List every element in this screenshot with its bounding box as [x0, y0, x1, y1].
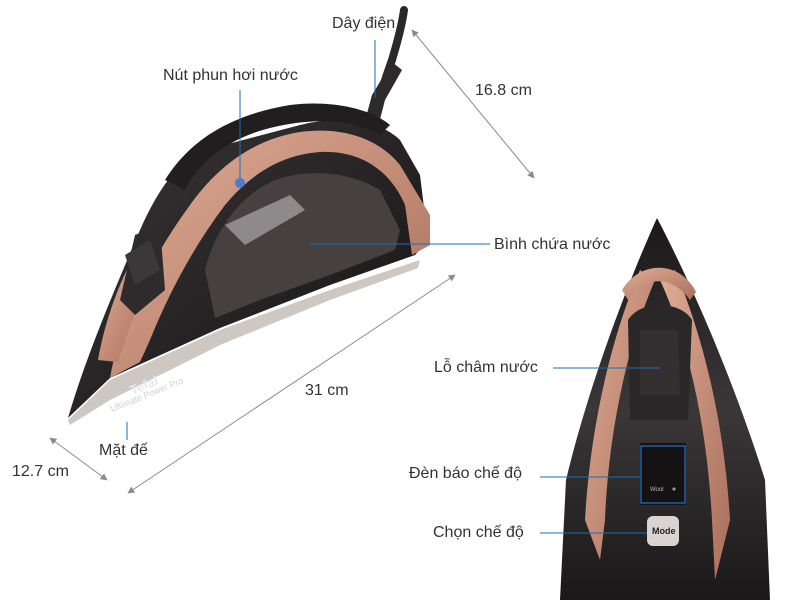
steam-button-icon	[235, 178, 245, 188]
label-power-cord: Dây điện	[332, 15, 396, 32]
top-rose-stripe-left	[585, 270, 655, 560]
callout-lines	[126, 40, 660, 534]
top-rose-arch	[622, 267, 696, 300]
top-rose-stripe-right	[660, 270, 730, 580]
label-width: 12.7 cm	[12, 463, 69, 480]
label-steam-button: Nút phun hơi nước	[163, 67, 298, 84]
label-mode-indicator: Đèn báo chế độ	[409, 465, 522, 482]
top-view-iron: Wool Mode	[560, 218, 770, 600]
label-water-tank: Bình chứa nước	[494, 236, 611, 253]
wool-text: Wool	[650, 487, 664, 493]
label-height: 16.8 cm	[475, 82, 532, 99]
indicator-dot	[672, 487, 676, 491]
dimension-length	[127, 274, 456, 494]
fill-hole-cover	[640, 330, 680, 395]
dimension-height	[411, 29, 535, 179]
tank-label	[225, 195, 305, 245]
dimension-lines	[49, 29, 535, 494]
control-dial	[125, 240, 160, 285]
indicator-highlight-box	[640, 445, 686, 504]
indicator-panel	[640, 443, 686, 505]
label-length: 31 cm	[305, 382, 349, 399]
label-fill-hole: Lỗ châm nước	[434, 359, 538, 376]
label-mode-select: Chọn chế độ	[433, 524, 524, 541]
label-soleplate: Mặt đế	[99, 442, 148, 459]
dimension-width	[49, 437, 108, 481]
handle	[165, 103, 390, 190]
mode-button-text: Mode	[652, 526, 676, 536]
mode-button-shape	[647, 516, 679, 546]
